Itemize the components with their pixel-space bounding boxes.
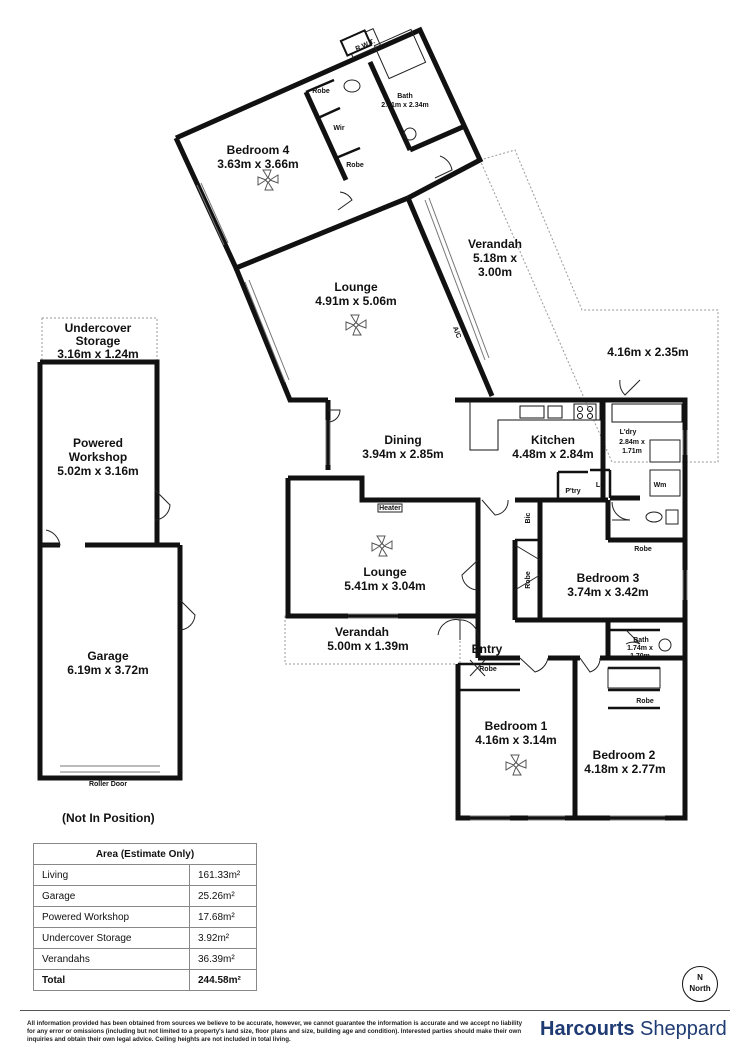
total-label: Total — [33, 969, 190, 991]
bath-name: Bath — [397, 93, 413, 100]
dining-name: Dining — [384, 433, 421, 447]
total-value: 244.58m² — [189, 969, 257, 991]
dining-size: 3.94m x 2.85m — [362, 447, 443, 461]
wir-label: Wir — [333, 125, 344, 132]
robe-label: Robe — [346, 162, 364, 169]
brand-office: Sheppard — [640, 1018, 727, 1040]
fan-icon — [371, 535, 393, 557]
row-label: Undercover Storage — [33, 927, 190, 949]
ac-label: A/C — [451, 326, 462, 340]
undercover-size: 3.16m x 1.24m — [57, 347, 138, 361]
row-label: Powered Workshop — [33, 906, 190, 928]
walls — [37, 26, 688, 821]
compass-letter: N — [697, 973, 703, 982]
laundry-size: 2.84m x — [619, 439, 645, 446]
row-label: Living — [33, 864, 190, 886]
lounge2-size: 5.41m x 3.04m — [344, 579, 425, 593]
kitchen-size: 4.48m x 2.84m — [512, 447, 593, 461]
verandah-size: 5.18m x — [473, 251, 517, 265]
workshop-name: Powered — [73, 436, 123, 450]
row-value: 36.39m² — [189, 948, 257, 970]
robe-label: Robe — [636, 698, 654, 705]
lounge-size: 4.91m x 5.06m — [315, 294, 396, 308]
fan-icon — [345, 314, 367, 336]
compass-word: North — [689, 984, 711, 993]
row-value: 17.68m² — [189, 906, 257, 928]
row-label: Verandahs — [33, 948, 190, 970]
row-value: 161.33m² — [189, 864, 257, 886]
bedroom2-name: Bedroom 2 — [593, 748, 656, 762]
bath2-name: Bath — [633, 637, 649, 644]
north-compass-icon: N North — [682, 966, 718, 1002]
entry-label: Entry — [472, 642, 503, 656]
windows — [60, 182, 688, 821]
verandah2-name: Verandah — [335, 625, 389, 639]
bedroom3-size: 3.74m x 3.42m — [567, 585, 648, 599]
bath2-size: 1.74m x — [627, 645, 653, 652]
robe-label: Robe — [525, 571, 532, 589]
roller-door-label: Roller Door — [89, 781, 127, 788]
bedroom4-name: Bedroom 4 — [227, 143, 290, 157]
brand-logo: Harcourts Sheppard — [540, 1018, 727, 1041]
workshop-size: 5.02m x 3.16m — [57, 464, 138, 478]
laundry-size: 1.71m — [622, 448, 642, 455]
bedroom1-name: Bedroom 1 — [485, 719, 548, 733]
robe-label: Robe — [634, 546, 652, 553]
disclaimer: All information provided has been obtain… — [27, 1020, 523, 1043]
verandah-size: 3.00m — [478, 265, 512, 279]
robe-label: Robe — [479, 666, 497, 673]
row-label: Garage — [33, 885, 190, 907]
robe-label: Robe — [312, 88, 330, 95]
fan-icon — [505, 754, 527, 776]
heater-label: Heater — [379, 505, 401, 512]
bedroom4-size: 3.63m x 3.66m — [217, 157, 298, 171]
row-value: 25.26m² — [189, 885, 257, 907]
undercover-name: Undercover — [65, 321, 132, 335]
pantry-label: P'try — [565, 488, 580, 495]
bedroom1-size: 4.16m x 3.14m — [475, 733, 556, 747]
outdoor-area-size: 4.16m x 2.35m — [607, 345, 688, 359]
footer-divider — [20, 1010, 730, 1011]
kitchen-name: Kitchen — [531, 433, 575, 447]
bedroom2-size: 4.18m x 2.77m — [584, 762, 665, 776]
brand-name: Harcourts — [540, 1018, 635, 1040]
lounge2-name: Lounge — [363, 565, 407, 579]
verandah-name: Verandah — [468, 237, 522, 251]
doors — [42, 155, 641, 677]
fan-icon — [257, 169, 279, 191]
rwt-tank — [339, 29, 373, 57]
lounge-name: Lounge — [334, 280, 378, 294]
workshop-name2: Workshop — [69, 450, 127, 464]
laundry-name: L'dry — [620, 429, 637, 436]
bedroom3-name: Bedroom 3 — [577, 571, 640, 585]
garage-size: 6.19m x 3.72m — [67, 663, 148, 677]
kitchen-bench — [469, 402, 683, 451]
bic-label: Bic — [525, 512, 532, 523]
bath2-size: 1.70m — [630, 653, 650, 660]
floor-plan: R.W.T. Bedroom 4 3.63m x 3.66m Robe Robe… — [37, 26, 719, 821]
row-value: 3.92m² — [189, 927, 257, 949]
not-in-position-note: (Not In Position) — [62, 811, 155, 825]
area-table-title: Area (Estimate Only) — [33, 843, 257, 865]
undercover-name2: Storage — [76, 334, 121, 348]
bath-size: 2.61m x 2.34m — [381, 102, 428, 109]
garage-name: Garage — [87, 649, 129, 663]
verandah2-size: 5.00m x 1.39m — [327, 639, 408, 653]
ceiling-fan-icons — [257, 169, 527, 776]
linen-label: Lc — [596, 482, 604, 489]
wm-label: Wm — [654, 482, 667, 489]
